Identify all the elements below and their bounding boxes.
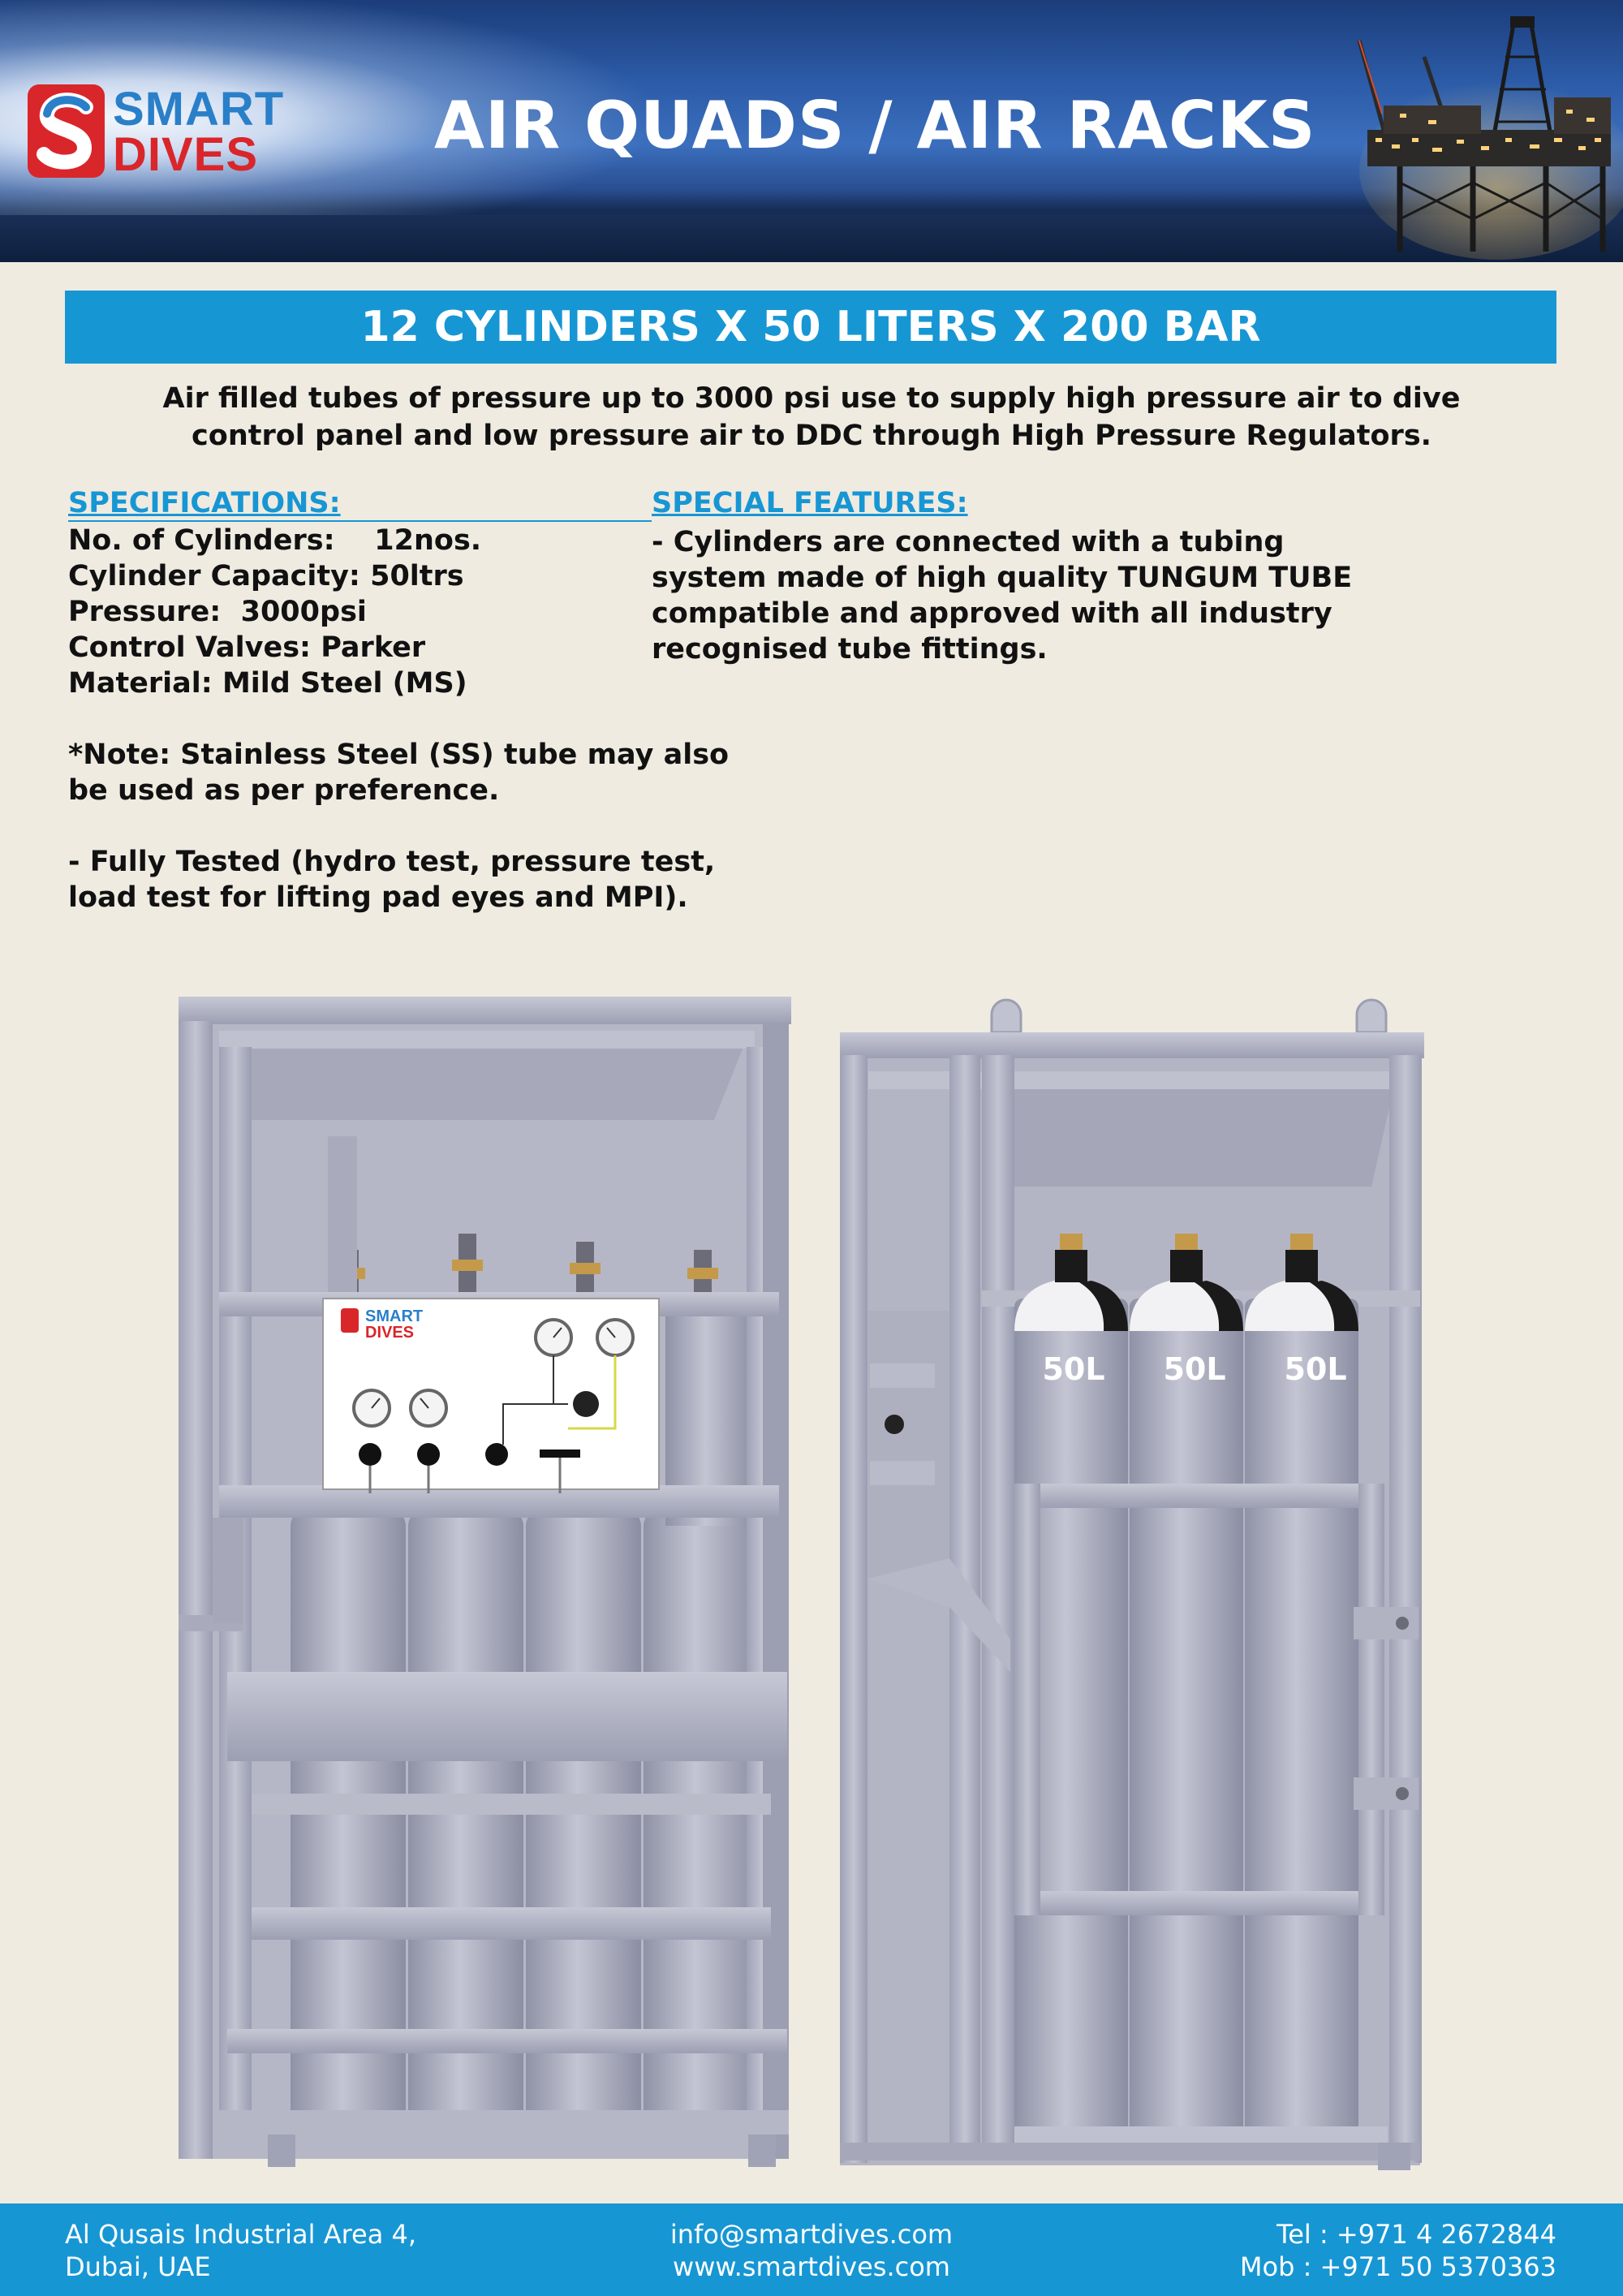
header-sea bbox=[0, 215, 1623, 262]
cylinder-label: 50L bbox=[1042, 1351, 1104, 1387]
right-rack: 50L 50L 50L bbox=[840, 998, 1424, 2170]
spec-note-line: be used as per preference. bbox=[68, 774, 500, 807]
cylinder-label: 50L bbox=[1163, 1351, 1225, 1387]
page-title: AIR QUADS / AIR RACKS bbox=[434, 88, 1316, 163]
spec-note-line: *Note: Stainless Steel (SS) tube may als… bbox=[68, 739, 730, 771]
intro-line: control panel and low pressure air to DD… bbox=[192, 420, 1431, 452]
pressure-gauge-icon bbox=[409, 1389, 448, 1428]
intro-line: Air filled tubes of pressure up to 3000 … bbox=[162, 382, 1461, 415]
special-features-list: - Cylinders are connected with a tubing … bbox=[652, 524, 1382, 667]
mobile-number[interactable]: Mob : +971 50 5370363 bbox=[1239, 2251, 1556, 2282]
email-link[interactable]: info@smartdives.com bbox=[669, 2219, 954, 2250]
spec-tested-line: load test for lifting pad eyes and MPI). bbox=[68, 881, 688, 914]
address-line: Al Qusais Industrial Area 4, bbox=[65, 2219, 417, 2250]
special-features-heading: SPECIAL FEATURES: bbox=[652, 487, 968, 519]
specifications-list: No. of Cylinders: 12nos. Cylinder Capaci… bbox=[68, 523, 730, 915]
logo-word-dives: DIVES bbox=[113, 128, 259, 181]
valve-knob-icon bbox=[485, 1443, 508, 1466]
spec-tested-line: - Fully Tested (hydro test, pressure tes… bbox=[68, 846, 716, 878]
spec-line: Cylinder Capacity: 50ltrs bbox=[68, 560, 464, 592]
air-rack-illustration: SMART DIVES bbox=[179, 997, 1424, 2170]
logo-word-smart: SMART bbox=[113, 83, 285, 136]
feature-line: recognised tube fittings. bbox=[652, 633, 1048, 666]
pressure-gauge-icon bbox=[596, 1318, 635, 1357]
logo-s-icon bbox=[28, 84, 105, 178]
control-panel: SMART DIVES bbox=[322, 1298, 660, 1493]
feature-line: - Cylinders are connected with a tubing bbox=[652, 526, 1285, 558]
header-banner: SMART DIVES AIR QUADS / AIR RACKS bbox=[0, 0, 1623, 262]
footer-address: Al Qusais Industrial Area 4, Dubai, UAE bbox=[65, 2218, 416, 2283]
intro-paragraph: Air filled tubes of pressure up to 3000 … bbox=[130, 380, 1493, 454]
feature-line: compatible and approved with all industr… bbox=[652, 597, 1332, 630]
spec-line: No. of Cylinders: 12nos. bbox=[68, 524, 482, 557]
panel-logo-dives: DIVES bbox=[365, 1324, 414, 1342]
specifications-divider bbox=[68, 520, 652, 522]
pressure-gauge-icon bbox=[352, 1389, 391, 1428]
spacer bbox=[68, 808, 652, 844]
panel-logo-smart: SMART bbox=[365, 1307, 423, 1325]
right-rack-cylinders: 50L 50L 50L bbox=[1014, 1234, 1358, 2134]
spec-line: Control Valves: Parker bbox=[68, 631, 426, 664]
footer-phones: Tel : +971 4 2672844 Mob : +971 50 53703… bbox=[1240, 2218, 1556, 2283]
specifications-heading: SPECIFICATIONS: bbox=[68, 487, 341, 519]
left-rack: SMART DIVES bbox=[179, 997, 791, 2167]
website-link[interactable]: www.smartdives.com bbox=[673, 2251, 950, 2282]
oil-rig-picture bbox=[1357, 16, 1623, 260]
pressure-gauge-icon bbox=[534, 1318, 573, 1357]
valve-knob-icon bbox=[359, 1443, 381, 1466]
rack-door bbox=[1014, 1484, 1419, 1915]
cylinder-label: 50L bbox=[1284, 1351, 1346, 1387]
spec-line: Material: Mild Steel (MS) bbox=[68, 667, 467, 700]
feature-line: system made of high quality TUNGUM TUBE bbox=[652, 562, 1353, 594]
footer-bar: Al Qusais Industrial Area 4, Dubai, UAE … bbox=[0, 2203, 1623, 2296]
product-title-bar: 12 CYLINDERS X 50 LITERS X 200 BAR bbox=[65, 291, 1556, 364]
smart-dives-logo: SMART DIVES bbox=[28, 84, 328, 180]
tel-number[interactable]: Tel : +971 4 2672844 bbox=[1276, 2219, 1556, 2250]
spec-line: Pressure: 3000psi bbox=[68, 596, 367, 628]
valve-knob-icon bbox=[417, 1443, 440, 1466]
spacer bbox=[68, 701, 652, 737]
footer-contact-web: info@smartdives.com www.smartdives.com bbox=[0, 2218, 1623, 2283]
address-line: Dubai, UAE bbox=[65, 2251, 211, 2282]
